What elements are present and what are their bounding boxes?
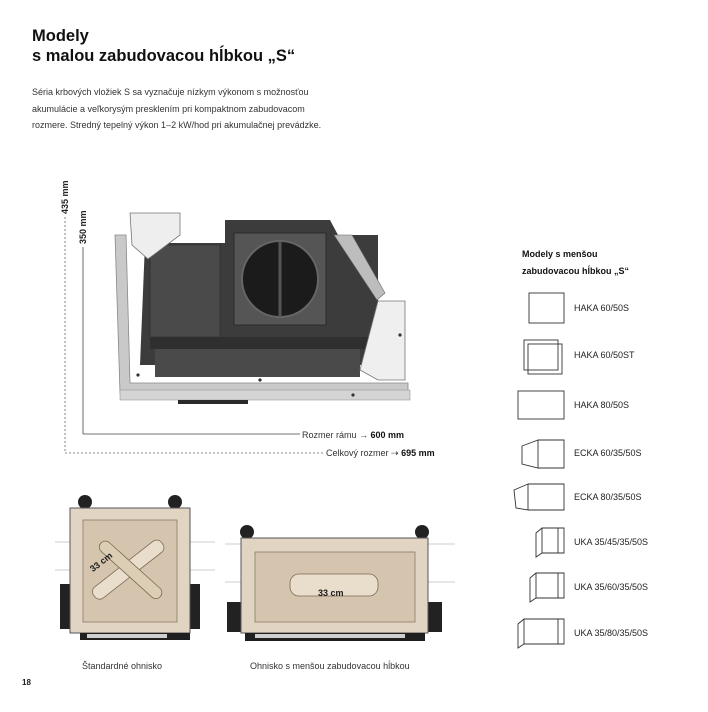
model-label: ECKA 80/35/50S [574, 492, 642, 502]
single-front-icon [528, 292, 565, 324]
u-shape-icon [535, 527, 565, 558]
intro-line-3: rozmere. Stredný tepelný výkon 1–2 kW/ho… [32, 120, 322, 130]
title-line-1: Modely [32, 27, 89, 45]
model-label: UKA 35/60/35/50S [574, 582, 649, 592]
u-shape-icon [529, 572, 565, 603]
model-item: HAKA 60/50ST [510, 336, 700, 376]
double-front-icon [523, 339, 563, 375]
model-item: HAKA 80/50S [510, 386, 700, 426]
total-dimension-label: Celkový rozmer ⇢ 695 mm [326, 448, 435, 458]
frame-dimension-label: Rozmer rámu → 600 mm [302, 430, 405, 440]
total-label-text: Celkový rozmer [326, 448, 389, 458]
right-caption: Ohnisko s menšou zabudovacou hĺbkou [250, 661, 410, 671]
corner-icon [521, 439, 565, 469]
right-log-label: 33 cm [318, 588, 344, 598]
wide-front-icon [517, 390, 565, 420]
model-label: UKA 35/80/35/50S [574, 628, 649, 638]
frame-label-text: Rozmer rámu [302, 430, 357, 440]
model-item: HAKA 60/50S [510, 289, 700, 329]
model-label: HAKA 60/50ST [574, 350, 635, 360]
side-title-line-2: zabudovacou hĺbkou „S“ [522, 266, 630, 276]
intro-line-2: akumulácie a veľkorysým presklením pri k… [32, 103, 305, 114]
model-label: UKA 35/45/35/50S [574, 537, 649, 547]
model-item: ECKA 80/35/50S [510, 478, 700, 518]
wide-u-shape-icon [517, 618, 565, 649]
left-caption: Štandardné ohnisko [82, 661, 163, 671]
fireplace-top-view [64, 212, 411, 454]
intro-line-1: Séria krbových vložiek S sa vyznačuje ní… [32, 87, 309, 97]
side-title-line-1: Modely s menšou [522, 249, 598, 259]
page-number: 18 [22, 678, 31, 687]
model-label: HAKA 80/50S [574, 400, 630, 410]
model-item: ECKA 60/35/50S [510, 434, 700, 474]
model-label: ECKA 60/35/50S [574, 448, 642, 458]
standard-firebox-drawing [55, 495, 215, 640]
models-sidebar-title: Modely s menšou zabudovacou hĺbkou „S“ [522, 246, 629, 280]
intro-text: Séria krbových vložiek S sa vyznačuje ní… [32, 84, 362, 134]
model-item: UKA 35/60/35/50S [510, 568, 700, 608]
model-label: HAKA 60/50S [574, 303, 630, 313]
small-depth-firebox-drawing [225, 525, 455, 641]
model-item: UKA 35/80/35/50S [510, 614, 700, 654]
page-title: Modely s malou zabudovacou hĺbkou „S“ [32, 26, 295, 66]
wide-corner-icon [513, 483, 565, 511]
frame-value: 600 mm [370, 430, 405, 440]
title-line-2: s malou zabudovacou hĺbkou „S“ [32, 47, 296, 65]
model-item: UKA 35/45/35/50S [510, 523, 700, 563]
total-value: 695 mm [401, 448, 435, 458]
